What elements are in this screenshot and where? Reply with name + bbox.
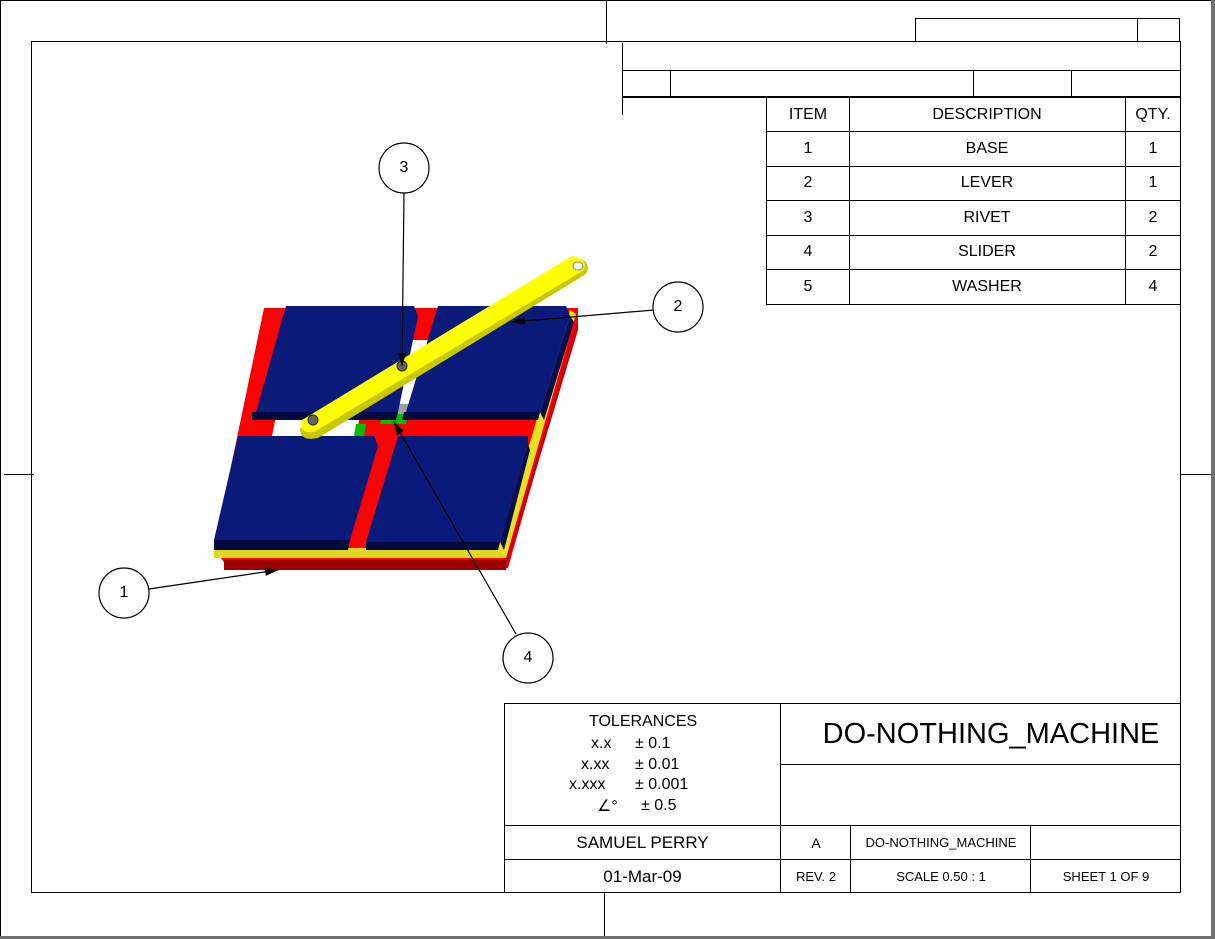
revision-table-left (622, 43, 623, 115)
bom-header-description: DESCRIPTION (932, 105, 1042, 123)
bom-row-1-item: 1 (803, 140, 813, 157)
bom-row-4-description: SLIDER (958, 243, 1016, 260)
revision-table-col2 (973, 70, 974, 96)
sheet-size: A (811, 834, 821, 851)
bom-row-2-description: LEVER (960, 174, 1014, 191)
bom-row-4-item: 4 (803, 243, 813, 260)
leader-line-4 (393, 421, 517, 635)
bom-row-1-qty: 1 (1148, 140, 1158, 157)
bill-of-materials: ITEM DESCRIPTION QTY. 1 BASE 1 2 LEVER 1… (766, 97, 1181, 305)
leader-line-3 (398, 192, 407, 367)
pad-bottom-left (214, 436, 378, 540)
bom-row-divider (767, 269, 1181, 270)
zone-mark-top (606, 0, 607, 44)
zone-mark-bottom (604, 893, 605, 936)
bom-header-item: ITEM (788, 105, 828, 123)
tb-divider (780, 764, 1180, 765)
tb-divider (780, 704, 781, 892)
balloon-1 (98, 567, 150, 619)
tolerance-format-xxxx: x.xxx (569, 776, 606, 793)
scale: SCALE 0.50 : 1 (896, 869, 986, 884)
bom-row-divider (767, 131, 1181, 132)
bom-row-5-description: WASHER (952, 277, 1022, 295)
balloon-2 (652, 281, 704, 333)
leader-line-1 (148, 567, 279, 590)
revision-block-divider (1137, 18, 1138, 41)
sheet-number: SHEET 1 OF 9 (1062, 869, 1150, 884)
angle-icon: ∠° (597, 798, 618, 815)
tolerances-heading: TOLERANCES (589, 713, 698, 730)
title-block: TOLERANCES x.x ± 0.1 x.xx ± 0.01 x.xxx ±… (504, 703, 1181, 893)
rivet (307, 414, 319, 426)
balloon-4 (502, 632, 554, 684)
drawing-number: DO-NOTHING_MACHINE (865, 835, 1017, 850)
base-plate-edge (224, 560, 506, 570)
tolerance-format-xx: x.x (591, 735, 612, 752)
tolerance-value-xx: ± 0.1 (635, 735, 671, 752)
tolerance-value-angle: ± 0.5 (641, 797, 677, 814)
leader-line-2 (511, 309, 655, 325)
revision-table-col1 (670, 70, 671, 96)
tb-divider (505, 825, 1180, 826)
window-right-edge (1211, 0, 1215, 939)
drawing-title: DO-NOTHING_MACHINE (822, 717, 1160, 750)
bom-row-3-description: RIVET (963, 208, 1011, 226)
bom-row-divider (767, 235, 1181, 236)
tb-divider (505, 859, 1180, 860)
bom-header-qty: QTY. (1135, 105, 1171, 123)
bom-row-5-item: 5 (803, 277, 813, 295)
revision-block-top (915, 18, 1180, 41)
balloon-3-label: 3 (399, 159, 409, 176)
revision-table-col3 (1071, 70, 1072, 96)
bom-row-divider (767, 166, 1181, 167)
bom-row-1-description: BASE (965, 140, 1009, 157)
drawing-date: 01-Mar-09 (603, 866, 682, 886)
lever (300, 256, 588, 439)
bom-row-3-item: 3 (803, 208, 813, 226)
zone-mark-left (4, 474, 34, 475)
zone-mark-right (1181, 474, 1211, 475)
tolerance-value-xxx: ± 0.01 (635, 756, 680, 773)
bom-row-4-qty: 2 (1148, 243, 1158, 260)
tb-divider (1030, 825, 1031, 892)
balloon-3 (378, 142, 430, 194)
bom-row-5-qty: 4 (1148, 277, 1158, 295)
slider (354, 424, 366, 436)
balloon-1-label: 1 (119, 584, 129, 601)
tolerance-value-xxxx: ± 0.001 (635, 776, 689, 793)
tb-divider (850, 825, 851, 892)
pad-bottom-right (366, 436, 528, 542)
revision-table-row2 (622, 96, 1181, 98)
bom-row-3-qty: 2 (1148, 208, 1158, 226)
balloon-4-label: 4 (523, 649, 533, 666)
tolerance-format-xxx: x.xx (581, 756, 610, 773)
balloon-2-label: 2 (673, 298, 683, 315)
bom-row-2-qty: 1 (1148, 174, 1158, 191)
revision-table-row1 (622, 70, 1181, 71)
bom-row-divider (767, 200, 1181, 201)
bom-row-2-item: 2 (803, 174, 813, 191)
window-bottom-edge (0, 936, 1215, 939)
drawn-by: SAMUEL PERRY (576, 832, 709, 852)
layer-yellow (214, 548, 506, 558)
revision: REV. 2 (796, 869, 836, 884)
